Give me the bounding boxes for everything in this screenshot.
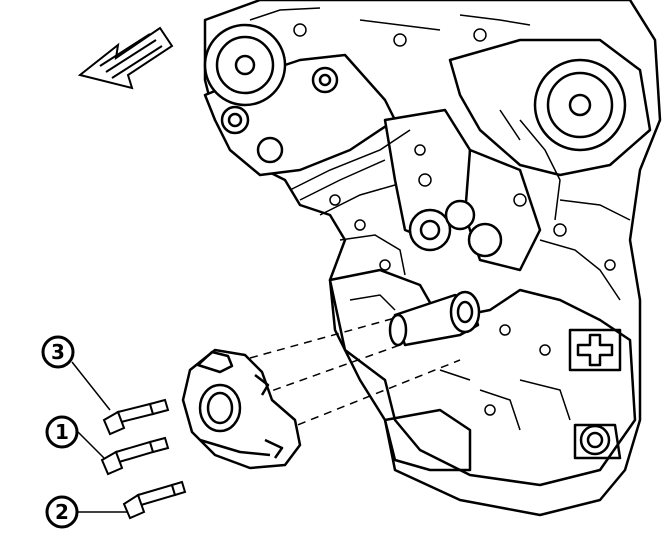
bolt-2 — [122, 480, 187, 520]
crankshaft-seal-housing — [181, 348, 302, 470]
callout-3-label: 3 — [51, 340, 65, 364]
callout-1-label: 1 — [55, 420, 69, 444]
callout-2: 2 — [45, 495, 79, 529]
bolt-3 — [102, 398, 170, 436]
callout-2-label: 2 — [55, 500, 69, 524]
front-direction-arrow-icon — [77, 26, 174, 90]
callout-1: 1 — [45, 415, 79, 449]
callout-3: 3 — [41, 335, 75, 369]
engine-detail-lines — [249, 7, 631, 431]
leader-lines — [71, 361, 128, 513]
alignment-lines — [249, 317, 461, 431]
bolt-1 — [100, 436, 170, 476]
